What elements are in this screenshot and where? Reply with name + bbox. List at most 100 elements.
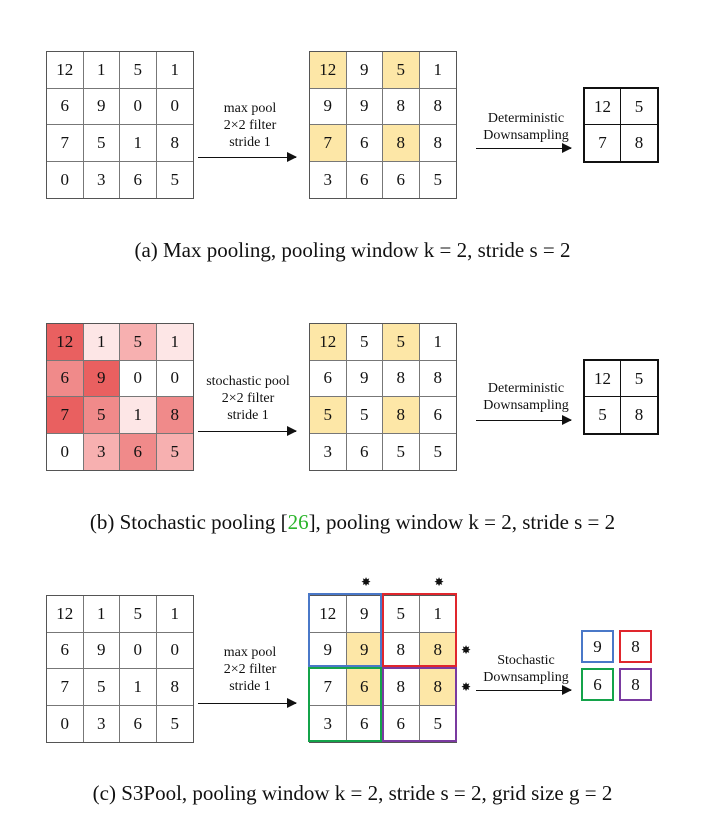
grid-cell: 3: [310, 705, 347, 742]
grid-cell: 8: [419, 669, 456, 706]
grid-cell: 5: [383, 596, 420, 633]
grid-cell: 5: [310, 397, 347, 434]
grid-cell: 3: [83, 433, 120, 470]
grid-cell: 5: [346, 397, 383, 434]
output-cell-red: 8: [619, 630, 652, 663]
grid-cell: 7: [585, 125, 621, 161]
grid-cell: 8: [383, 360, 420, 397]
op-line: max pool: [223, 645, 277, 660]
grid-cell: 12: [47, 52, 84, 89]
caption-text: ], pooling window k = 2, stride s = 2: [308, 510, 616, 534]
panel-c-caption: (c) S3Pool, pooling window k = 2, stride…: [92, 781, 613, 805]
output-cell-blue: 9: [581, 630, 614, 663]
grid-cell: 8: [419, 361, 456, 397]
grid-cell: 6: [383, 161, 420, 198]
grid-cell: 8: [419, 89, 456, 125]
grid-cell: 9: [310, 88, 347, 125]
down-line: Downsampling: [483, 128, 569, 143]
op-line: max pool: [223, 101, 277, 116]
grid-cell: 6: [346, 125, 383, 162]
grid-cell: 5: [383, 324, 420, 361]
grid-cell: 7: [47, 125, 84, 162]
grid-cell: 6: [120, 705, 157, 742]
grid-cell: 7: [310, 125, 347, 162]
grid-cell: 5: [83, 669, 120, 706]
grid-cell: 1: [419, 52, 456, 89]
grid-cell: 5: [170, 169, 180, 189]
grid-cell: 5: [346, 324, 383, 361]
grid-cell: 1: [83, 52, 120, 89]
panel-c-op-label: max pool 2×2 filter stride 1: [200, 644, 300, 695]
panel-b-caption: (b) Stochastic pooling [26], pooling win…: [0, 510, 705, 535]
panel-b-op-label: stochastic pool 2×2 filter stride 1: [196, 373, 300, 424]
grid-cell: 0: [156, 360, 193, 397]
panel-a-arrow-1: [198, 150, 297, 164]
grid-block-red: [382, 593, 457, 667]
grid-cell: 8: [634, 405, 644, 424]
grid-cell: 5: [120, 324, 157, 361]
panel-c-arrow-2: [476, 683, 572, 697]
op-line: stride 1: [229, 679, 271, 694]
grid-cell: 5: [156, 433, 193, 470]
grid-cell: 6: [419, 397, 456, 434]
op-line: stride 1: [229, 135, 271, 150]
grid-cell: 5: [383, 52, 420, 89]
grid-cell: 8: [383, 669, 420, 706]
grid-cell: 5: [170, 713, 180, 733]
grid-cell: 8: [156, 397, 193, 434]
grid-cell: 6: [120, 433, 157, 470]
grid-block-green: [308, 667, 382, 742]
panel-b-downsample-label: Deterministic Downsampling: [474, 380, 578, 414]
grid-cell: 5: [433, 169, 443, 189]
grid-cell: 5: [120, 52, 157, 89]
grid-cell: 8: [383, 125, 420, 162]
grid-cell: 7: [47, 669, 84, 706]
grid-cell: 0: [47, 433, 84, 470]
grid-cell: 1: [120, 669, 157, 706]
grid-cell: 1: [120, 125, 157, 162]
grid-cell: 6: [47, 360, 84, 397]
grid-cell: 6: [383, 705, 420, 742]
panel-a-downsample-label: Deterministic Downsampling: [474, 110, 578, 144]
citation-link[interactable]: 26: [287, 510, 309, 534]
grid-cell: 9: [346, 360, 383, 397]
grid-cell: 12: [47, 596, 84, 633]
grid-cell: 3: [310, 433, 347, 470]
grid-block-purple: [382, 667, 457, 742]
panel-a-caption: (a) Max pooling, pooling window k = 2, s…: [134, 238, 571, 262]
op-line: stride 1: [227, 408, 269, 423]
grid-cell: 9: [83, 360, 120, 397]
grid-cell: 7: [310, 669, 347, 706]
grid-cell: 5: [585, 397, 621, 433]
grid-cell: 5: [83, 125, 120, 162]
grid-cell: 9: [346, 632, 383, 669]
grid-cell: 0: [120, 632, 157, 669]
grid-cell: 5: [83, 397, 120, 434]
grid-cell: 9: [83, 632, 120, 669]
grid-cell: 5: [383, 433, 420, 470]
grid-cell: 6: [347, 433, 383, 470]
grid-cell: 1: [156, 52, 193, 89]
grid-cell: 0: [47, 161, 84, 198]
grid-cell: 1: [419, 596, 456, 633]
grid-cell: 8: [156, 125, 193, 162]
grid-cell: 0: [120, 360, 157, 397]
panel-a-arrow-2: [476, 141, 572, 155]
panel-b-arrow-2: [476, 413, 572, 427]
grid-cell: 5: [433, 713, 443, 733]
grid-cell: 0: [156, 633, 193, 669]
panel-c-arrow-1: [198, 696, 297, 710]
grid-cell: 9: [83, 88, 120, 125]
grid-cell: 3: [310, 161, 347, 198]
grid-cell: 8: [383, 88, 420, 125]
panel-c-downsample-label: Stochastic Downsampling: [474, 652, 578, 686]
grid-cell: 0: [156, 89, 193, 125]
grid-cell: 6: [47, 88, 84, 125]
grid-cell: 5: [621, 361, 657, 397]
grid-cell: 6: [47, 632, 84, 669]
